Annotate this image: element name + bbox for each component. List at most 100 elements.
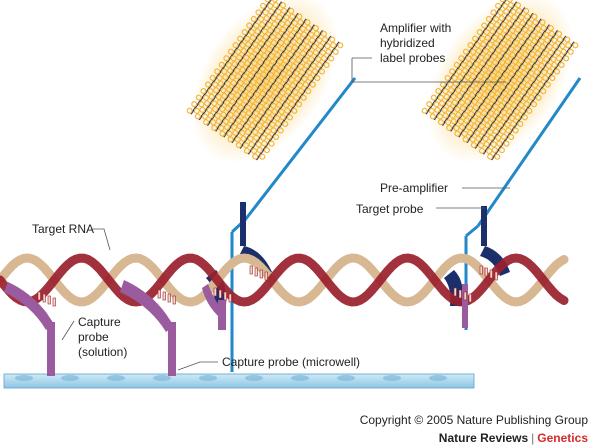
- label-probe-bead: [295, 56, 302, 63]
- label-probe-bead: [314, 75, 321, 82]
- label-probe-bead: [511, 101, 518, 108]
- label-probe-bead: [450, 93, 457, 100]
- label-probe-bead: [498, 78, 505, 85]
- copyright-notice: Copyright © 2005 Nature Publishing Group: [359, 413, 588, 427]
- capture-probe-microwell-right: [202, 284, 226, 330]
- label-probe-bead: [252, 41, 259, 48]
- label-probe-bead: [253, 47, 260, 54]
- label-probe-bead: [258, 109, 265, 116]
- microwell-dimple: [429, 375, 447, 381]
- label-probe-bead: [442, 112, 449, 119]
- label-probe-bead: [299, 69, 306, 76]
- amplifier-strand: [239, 30, 324, 149]
- label-probe-bead: [263, 15, 270, 22]
- label-probe-bead: [214, 68, 221, 75]
- label-probe-bead: [320, 49, 327, 56]
- label-probe-bead: [538, 38, 545, 45]
- label-probe-bead: [504, 121, 511, 128]
- label-probe-bead: [458, 99, 465, 106]
- label-probe-bead: [567, 48, 574, 55]
- label-probe-bead: [521, 70, 528, 77]
- label-probe-bead: [527, 89, 534, 96]
- microwell-dimple: [107, 375, 125, 381]
- label-probe-bead: [221, 68, 228, 75]
- label-probe-bead: [221, 92, 228, 99]
- amplifier-strand: [231, 24, 316, 144]
- label-probe-bead: [258, 40, 265, 47]
- label-probe-bead: [484, 34, 491, 41]
- label-probe-bead: [434, 106, 441, 113]
- label-probe-bead: [247, 48, 254, 55]
- base-pair-tick: [157, 289, 161, 299]
- label-probe-bead: [249, 122, 256, 129]
- label-probe-bead: [220, 87, 227, 94]
- label-probe-bead: [515, 26, 522, 33]
- label-probe-bead: [501, 46, 508, 53]
- label-probe-bead: [470, 48, 477, 55]
- label-probe-bead: [462, 111, 469, 118]
- label-probe-bead: [505, 39, 512, 46]
- label-probe-bead: [496, 52, 503, 59]
- label-probe-bead: [212, 106, 219, 113]
- label-probe-bead: [263, 78, 270, 85]
- label-probe-bead: [245, 41, 252, 48]
- label-probe-bead: [535, 94, 542, 101]
- label-probe-bead: [493, 84, 500, 91]
- label-probe-bead: [510, 8, 517, 15]
- base-pair-ticks: [37, 265, 498, 307]
- label-probe-bead: [488, 22, 495, 29]
- label-probe-bead: [500, 65, 507, 72]
- label-probe-bead: [255, 72, 262, 79]
- label-probe-bead: [207, 88, 214, 95]
- label-probe-bead: [451, 75, 458, 82]
- amplifier-label-line-3: label probes: [380, 51, 445, 65]
- label-probe-bead: [195, 94, 202, 101]
- label-probe-bead: [484, 98, 491, 105]
- label-probe-bead: [480, 41, 487, 48]
- label-probe-bead: [481, 66, 488, 73]
- label-probe-bead: [485, 79, 492, 86]
- label-probe-bead: [293, 94, 300, 101]
- label-probe-bead: [251, 60, 258, 67]
- label-probe-bead: [280, 70, 287, 77]
- label-probe-bead: [522, 95, 529, 102]
- label-probe-bead: [564, 36, 571, 43]
- label-probe-bead: [264, 83, 271, 90]
- label-probe-bead: [257, 59, 264, 66]
- label-probe-bead: [429, 113, 436, 120]
- label-probe-bead: [259, 21, 266, 28]
- label-probe-bead: [510, 96, 517, 103]
- label-probe-bead: [490, 9, 497, 16]
- target-rna-strand: [0, 253, 569, 307]
- label-probe-bead: [499, 0, 506, 3]
- label-probe-bead: [513, 39, 520, 46]
- label-probe-bead: [268, 140, 275, 147]
- amplifier-strand: [223, 18, 307, 138]
- label-probe-bead: [494, 90, 501, 97]
- label-probe-bead: [506, 0, 513, 3]
- microwell-dimple: [153, 375, 171, 381]
- label-probe-bead: [308, 56, 315, 63]
- label-probe-bead: [544, 37, 551, 44]
- label-probe-bead: [260, 2, 267, 9]
- base-pair-tick: [254, 267, 258, 277]
- label-probe-bead: [514, 21, 521, 28]
- label-probe-bead: [497, 33, 504, 40]
- amplifier-strand: [214, 12, 299, 132]
- label-probe-bead: [503, 52, 510, 59]
- capture-probe-solution-label-line-2: probe: [78, 330, 109, 344]
- label-probe-bead: [232, 129, 239, 136]
- label-probe-bead: [454, 106, 461, 113]
- label-probe-bead: [530, 56, 537, 63]
- label-probe-bead: [222, 118, 229, 125]
- amplifier-right-strands: [421, 0, 579, 161]
- label-probe-bead: [491, 147, 498, 154]
- label-probe-bead: [470, 142, 477, 149]
- label-probe-bead: [240, 47, 247, 54]
- label-probe-bead: [479, 128, 486, 135]
- amplifier-strand: [190, 0, 275, 115]
- label-probe-bead: [547, 25, 554, 32]
- label-probe-bead: [257, 128, 264, 135]
- label-probe-bead: [468, 110, 475, 117]
- label-probe-bead: [253, 110, 260, 117]
